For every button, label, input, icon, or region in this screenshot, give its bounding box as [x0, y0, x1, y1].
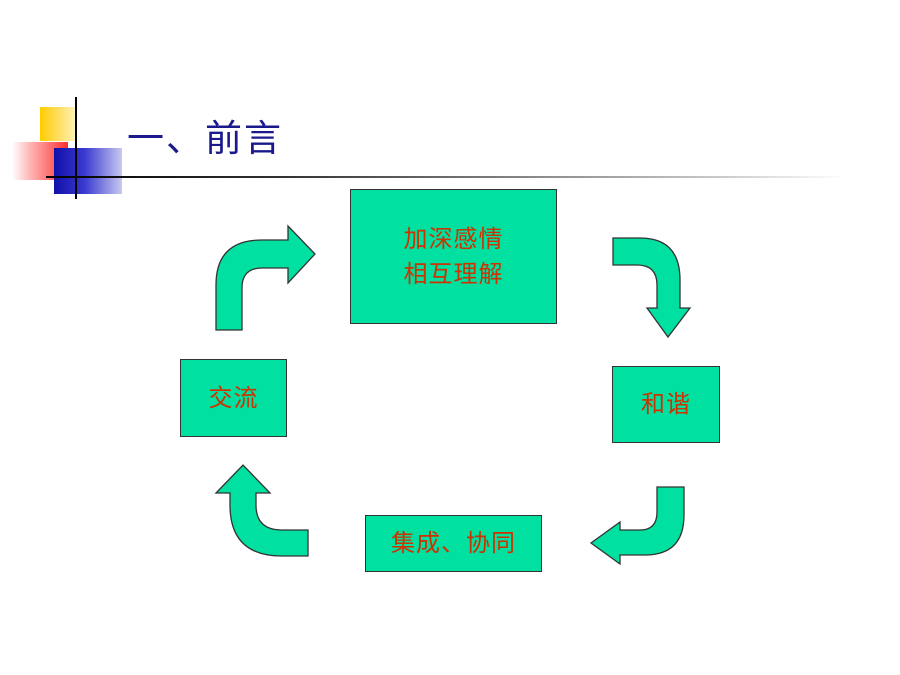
- curved-arrow-down-left-icon: [589, 486, 685, 566]
- slide-title: 一、前言: [127, 117, 283, 160]
- curved-arrow-up-right-icon: [215, 224, 316, 331]
- cycle-box-line: 交流: [208, 383, 259, 412]
- cycle-box-harmony: 和谐: [612, 366, 720, 443]
- title-decoration-blue-square: [54, 148, 122, 194]
- curved-arrow-right-down-icon: [612, 237, 692, 339]
- cycle-box-line: 加深感情: [403, 224, 504, 253]
- title-decoration-yellow-square: [40, 107, 76, 141]
- cycle-box-deepen-understanding: 加深感情 相互理解: [350, 189, 557, 324]
- cycle-box-exchange: 交流: [180, 359, 287, 437]
- curved-arrow-left-up-icon: [214, 464, 309, 557]
- cycle-box-integration: 集成、协同: [365, 515, 542, 572]
- cycle-box-line: 相互理解: [403, 259, 504, 288]
- title-decoration-vertical-line: [75, 97, 77, 199]
- title-underline: [46, 176, 846, 178]
- cycle-box-line: 集成、协同: [391, 529, 516, 558]
- cycle-box-line: 和谐: [641, 390, 691, 419]
